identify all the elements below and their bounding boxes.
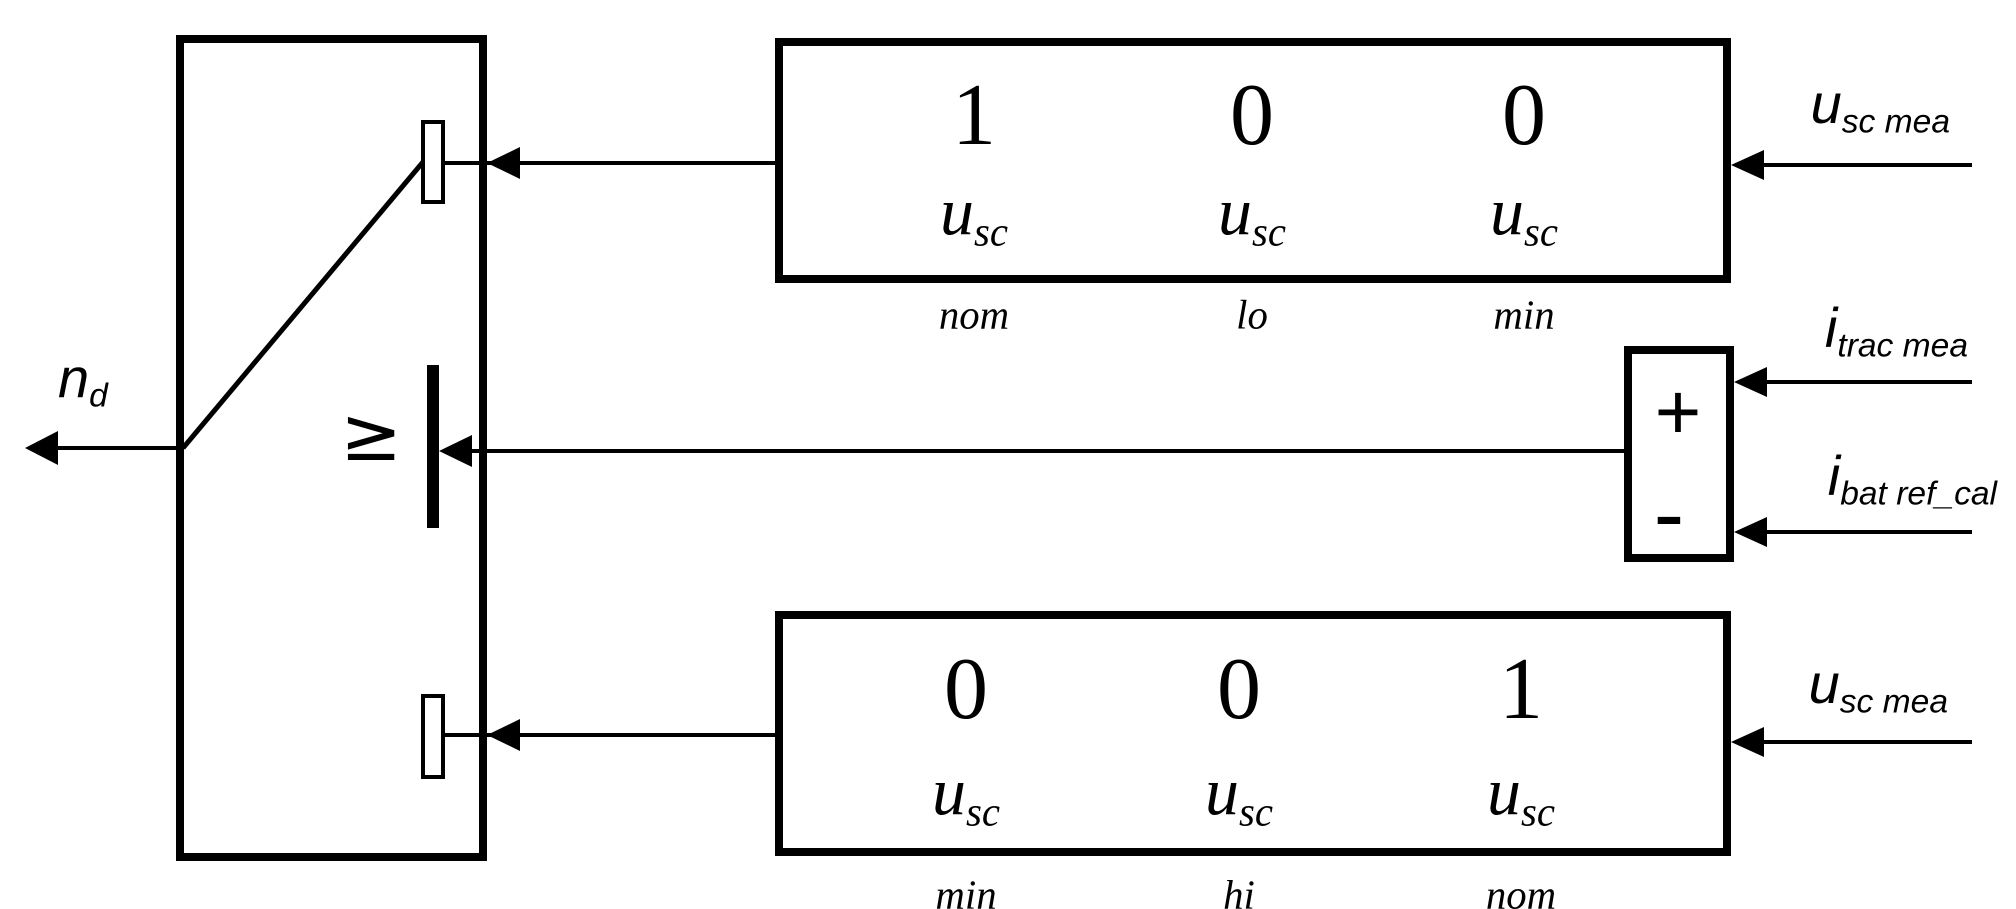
arrowhead-left-icon: [1734, 517, 1767, 547]
summer-plus-sign: +: [1654, 367, 1702, 456]
cell-value: 0: [1230, 67, 1274, 164]
cell-variable: usc nom: [1485, 753, 1557, 909]
bottom-table-box: [775, 611, 1731, 856]
comparator-symbol: ≥: [340, 392, 403, 478]
usc-mea-top-label: usc mea: [1810, 72, 1950, 141]
arrowhead-left-icon: [1731, 150, 1764, 180]
summer-minus-sign: -: [1653, 463, 1685, 565]
cell-value: 1: [952, 67, 996, 164]
summer-box: [1624, 346, 1734, 562]
arrowhead-left-icon: [439, 435, 472, 467]
cell-value: 0: [1502, 67, 1546, 164]
cell-value: 0: [1217, 641, 1261, 738]
itrac-mea-label: itrac mea: [1824, 296, 1968, 365]
bottom-contact-icon: [421, 694, 445, 779]
output-signal-label: nd: [58, 346, 108, 415]
top-contact-icon: [421, 120, 445, 204]
ibat-refcal-label: ibat ref_cal: [1827, 444, 1997, 513]
arrowhead-left-icon: [487, 147, 520, 179]
arrowhead-left-icon: [1731, 727, 1764, 757]
cell-value: 1: [1499, 641, 1543, 738]
arrowhead-left-icon: [1734, 367, 1767, 397]
arrowhead-left-icon: [25, 431, 58, 465]
cell-variable: usc min: [932, 753, 1000, 909]
cell-variable: usc nom: [938, 173, 1010, 338]
switch-wiper-icon: [181, 160, 425, 450]
top-table-box: [775, 38, 1731, 283]
comparator-bar-icon: [427, 365, 439, 528]
cell-variable: usc hi: [1205, 753, 1273, 909]
cell-value: 0: [944, 641, 988, 738]
cell-variable: usc min: [1490, 173, 1558, 338]
cell-variable: usc lo: [1218, 173, 1286, 338]
usc-mea-bottom-label: usc mea: [1808, 652, 1948, 721]
arrowhead-left-icon: [487, 719, 520, 751]
